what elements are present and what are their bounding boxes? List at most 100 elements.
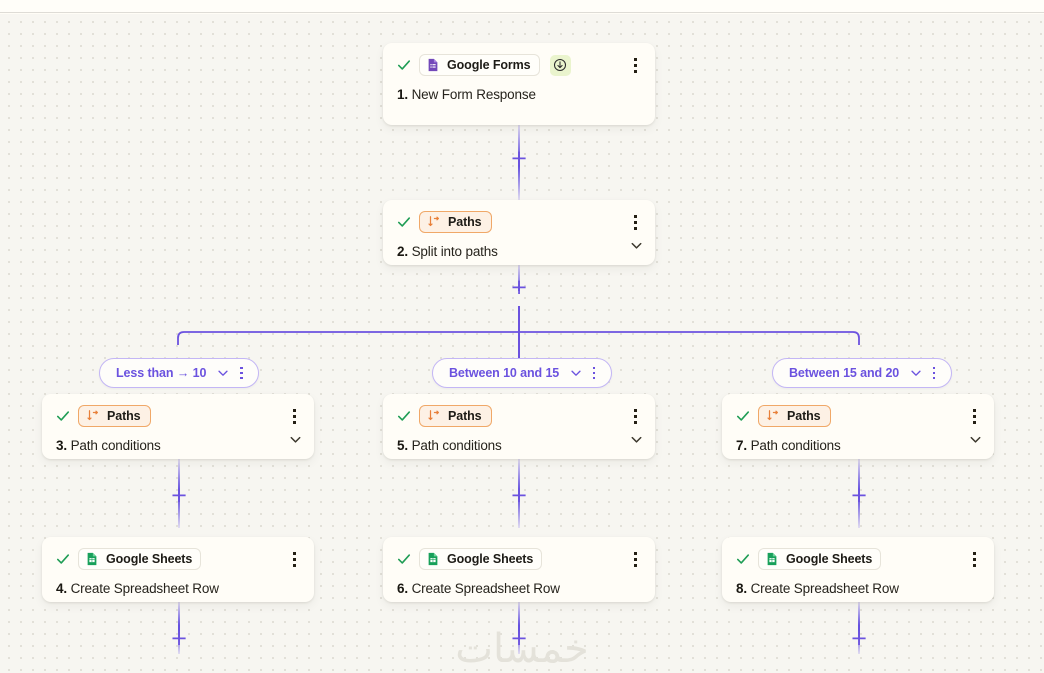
workflow-node-4[interactable]: Google Sheets 4. Create Spreadsheet Row bbox=[42, 537, 314, 602]
node-title: 3. Path conditions bbox=[56, 438, 300, 453]
node-header: Google Forms bbox=[397, 54, 641, 76]
node-header: Paths bbox=[56, 405, 300, 427]
workflow-node-7[interactable]: Paths 7. Path conditions bbox=[722, 394, 994, 459]
app-chip-label: Google Sheets bbox=[106, 552, 193, 566]
app-chip-paths[interactable]: Paths bbox=[419, 405, 492, 427]
node-step-number: 6. bbox=[397, 581, 408, 596]
app-chip-label: Paths bbox=[448, 409, 482, 423]
node-title: 1. New Form Response bbox=[397, 87, 641, 102]
app-chip-paths[interactable]: Paths bbox=[758, 405, 831, 427]
chevron-down-icon[interactable] bbox=[629, 238, 644, 253]
check-icon bbox=[397, 217, 411, 227]
node-step-number: 3. bbox=[56, 438, 67, 453]
branch-pill-label: Between 15 and 20 bbox=[789, 366, 900, 380]
app-chip-label: Google Forms bbox=[447, 58, 531, 72]
workflow-node-6[interactable]: Google Sheets 6. Create Spreadsheet Row bbox=[383, 537, 655, 602]
node-title-text: Path conditions bbox=[750, 438, 841, 453]
paths-fork-icon bbox=[428, 216, 439, 227]
check-icon bbox=[736, 554, 750, 564]
app-chip-google-sheets[interactable]: Google Sheets bbox=[758, 548, 882, 570]
node-title: 5. Path conditions bbox=[397, 438, 641, 453]
google-sheets-icon bbox=[767, 552, 777, 566]
editor-top-bar bbox=[0, 0, 1044, 13]
chevron-down-icon[interactable] bbox=[288, 432, 303, 447]
node-step-number: 2. bbox=[397, 244, 408, 259]
node-header: Google Sheets bbox=[736, 548, 980, 570]
node-title: 4. Create Spreadsheet Row bbox=[56, 581, 300, 596]
node-menu-icon[interactable] bbox=[626, 549, 644, 569]
node-menu-icon[interactable] bbox=[626, 212, 644, 232]
node-step-number: 4. bbox=[56, 581, 67, 596]
node-title-text: Path conditions bbox=[70, 438, 161, 453]
paths-fork-icon bbox=[87, 410, 98, 421]
app-chip-label: Google Sheets bbox=[786, 552, 873, 566]
branch-menu-icon[interactable] bbox=[927, 364, 941, 382]
workflow-node-5[interactable]: Paths 5. Path conditions bbox=[383, 394, 655, 459]
workflow-node-2[interactable]: Paths 2. Split into paths bbox=[383, 200, 655, 265]
node-title-text: Path conditions bbox=[411, 438, 502, 453]
node-menu-icon[interactable] bbox=[965, 406, 983, 426]
node-menu-icon[interactable] bbox=[285, 406, 303, 426]
add-step-button-2[interactable]: + bbox=[510, 275, 528, 299]
chevron-down-icon[interactable] bbox=[909, 366, 923, 380]
app-chip-google-forms[interactable]: Google Forms bbox=[419, 54, 540, 76]
add-step-button-5[interactable]: + bbox=[510, 483, 528, 507]
paths-fork-icon bbox=[428, 410, 439, 421]
app-chip-label: Google Sheets bbox=[447, 552, 534, 566]
app-chip-label: Paths bbox=[107, 409, 141, 423]
node-step-number: 7. bbox=[736, 438, 747, 453]
watermark-text: خمسات bbox=[455, 626, 589, 672]
node-step-number: 5. bbox=[397, 438, 408, 453]
add-step-button-1[interactable]: + bbox=[510, 146, 528, 170]
node-header: Google Sheets bbox=[397, 548, 641, 570]
chevron-down-icon[interactable] bbox=[569, 366, 583, 380]
check-icon bbox=[397, 60, 411, 70]
node-menu-icon[interactable] bbox=[626, 55, 644, 75]
add-step-button-8[interactable]: + bbox=[850, 626, 868, 650]
app-chip-google-sheets[interactable]: Google Sheets bbox=[419, 548, 543, 570]
node-menu-icon[interactable] bbox=[285, 549, 303, 569]
app-chip-paths[interactable]: Paths bbox=[419, 211, 492, 233]
node-title: 2. Split into paths bbox=[397, 244, 641, 259]
connector-line-2-bus-bottom bbox=[518, 306, 520, 359]
branch-menu-icon[interactable] bbox=[234, 364, 248, 382]
node-header: Google Sheets bbox=[56, 548, 300, 570]
node-title-text: Split into paths bbox=[411, 244, 498, 259]
app-chip-paths[interactable]: Paths bbox=[78, 405, 151, 427]
branch-pill-c[interactable]: Between 15 and 20 bbox=[772, 358, 953, 388]
chevron-down-icon[interactable] bbox=[629, 432, 644, 447]
branch-pill-label: Less than → 10 bbox=[116, 366, 207, 380]
google-sheets-icon bbox=[428, 552, 438, 566]
workflow-canvas[interactable]: + + + + + + + + bbox=[0, 14, 1044, 673]
google-sheets-icon bbox=[87, 552, 97, 566]
check-icon bbox=[56, 411, 70, 421]
check-icon bbox=[397, 554, 411, 564]
node-header: Paths bbox=[397, 211, 641, 233]
app-chip-google-sheets[interactable]: Google Sheets bbox=[78, 548, 202, 570]
paths-fork-icon bbox=[767, 410, 778, 421]
google-forms-icon bbox=[428, 58, 438, 72]
chevron-down-icon[interactable] bbox=[216, 366, 230, 380]
workflow-node-1[interactable]: Google Forms 1. New Form Response bbox=[383, 43, 655, 125]
add-step-button-4[interactable]: + bbox=[170, 626, 188, 650]
workflow-node-8[interactable]: Google Sheets 8. Create Spreadsheet Row bbox=[722, 537, 994, 602]
node-menu-icon[interactable] bbox=[965, 549, 983, 569]
instant-trigger-badge bbox=[549, 54, 571, 76]
branch-pill-b[interactable]: Between 10 and 15 bbox=[432, 358, 613, 388]
chevron-down-icon[interactable] bbox=[968, 432, 983, 447]
branch-pill-a[interactable]: Less than → 10 bbox=[99, 358, 260, 388]
add-step-button-6[interactable]: + bbox=[510, 626, 528, 650]
node-title: 8. Create Spreadsheet Row bbox=[736, 581, 980, 596]
add-step-button-3[interactable]: + bbox=[170, 483, 188, 507]
node-menu-icon[interactable] bbox=[626, 406, 644, 426]
add-step-button-7[interactable]: + bbox=[850, 483, 868, 507]
node-title-text: Create Spreadsheet Row bbox=[70, 581, 219, 596]
workflow-node-3[interactable]: Paths 3. Path conditions bbox=[42, 394, 314, 459]
node-header: Paths bbox=[736, 405, 980, 427]
check-icon bbox=[736, 411, 750, 421]
node-title: 6. Create Spreadsheet Row bbox=[397, 581, 641, 596]
node-title-text: Create Spreadsheet Row bbox=[411, 581, 560, 596]
branch-menu-icon[interactable] bbox=[587, 364, 601, 382]
node-title-text: New Form Response bbox=[411, 87, 536, 102]
